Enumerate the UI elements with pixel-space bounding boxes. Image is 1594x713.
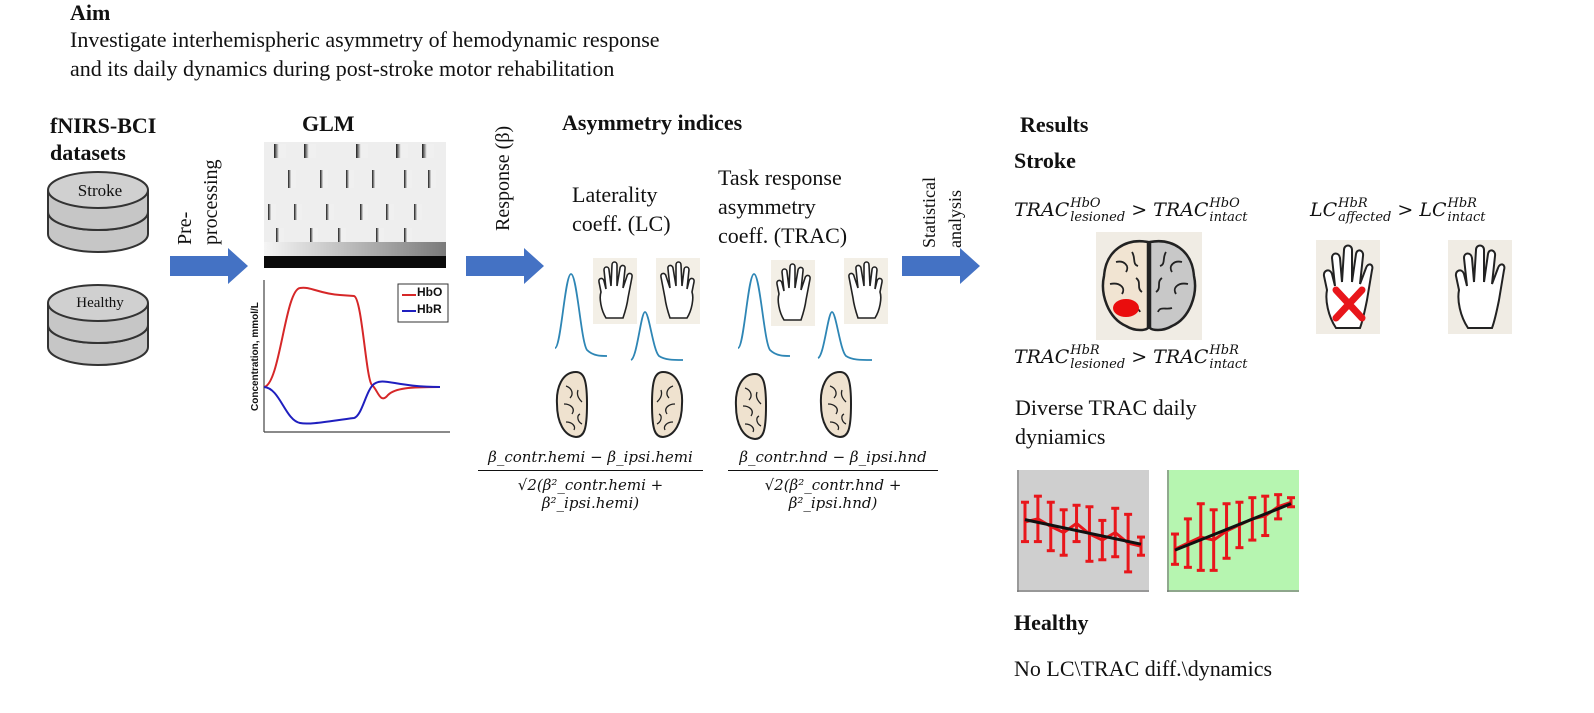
daily-dynamics-chart-increasing	[1167, 470, 1299, 592]
ineq2-left-sub: affected	[1338, 210, 1392, 225]
stroke-database-icon	[47, 171, 149, 253]
ineq3-left: TRAC	[1014, 346, 1070, 368]
ineq1-right-sup: HbO	[1209, 196, 1240, 211]
lc-label-line-2: coeff. (LC)	[572, 211, 671, 236]
ineq2-left: LC	[1310, 199, 1338, 221]
results-title: Results	[1020, 112, 1089, 137]
healthy-results-text: No LC\TRAC diff.\dynamics	[1014, 656, 1273, 681]
stroke-results-title: Stroke	[1014, 148, 1076, 173]
trac-formula-numerator: β_contr.hnd − β_ipsi.hnd	[739, 448, 927, 466]
ineq1-left: TRAC	[1014, 199, 1070, 221]
ineq1-gt: >	[1131, 199, 1148, 221]
design-matrix-image	[264, 142, 446, 268]
glm-title: GLM	[302, 111, 355, 136]
hrf-plot	[263, 280, 450, 433]
legend-hbr-label: HbR	[417, 302, 442, 316]
trend-line	[1024, 518, 1142, 546]
ineq3-right-sub: intact	[1209, 357, 1248, 372]
ineq1-right: TRAC	[1153, 199, 1209, 221]
trac-label-line-3: coeff. (TRAC)	[718, 223, 848, 248]
hemisphere-icon	[555, 370, 589, 439]
ineq1-left-sup: HbO	[1070, 196, 1101, 211]
ineq3-left-sup: HbR	[1070, 343, 1100, 358]
trac-response-curves	[737, 273, 873, 361]
hand-icon	[844, 258, 888, 324]
ineq1-left-sub: lesioned	[1070, 210, 1126, 225]
datasets-title-line-1: fNIRS-BCI	[50, 113, 157, 138]
affected-hand-icon	[1316, 240, 1380, 334]
ineq2-right-sub: intact	[1447, 210, 1486, 225]
hand-icon	[656, 258, 700, 324]
preprocessing-line-1: Pre-	[174, 211, 196, 245]
ineq3-right-sup: HbR	[1209, 343, 1239, 358]
aim-line-2: and its daily dynamics during post-strok…	[70, 56, 615, 81]
hand-icon	[593, 258, 637, 324]
hbr-curve	[263, 380, 441, 425]
preprocessing-label: Pre- processing	[172, 123, 224, 245]
datasets-title-line-2: datasets	[50, 140, 126, 165]
statistical-line-1: Statistical	[919, 177, 939, 248]
diverse-line-2: dyniamics	[1015, 424, 1106, 449]
diverse-line-1: Diverse TRAC daily	[1015, 395, 1197, 420]
legend-hbo-label: HbO	[417, 285, 443, 299]
lc-formula: β_contr.hemi − β_ipsi.hemi √2(β²_contr.h…	[478, 448, 703, 512]
hbo-curve	[263, 286, 441, 400]
ineq3-right: TRAC	[1153, 346, 1209, 368]
healthy-dataset-label: Healthy	[76, 295, 124, 311]
daily-dynamics-chart-decreasing	[1017, 470, 1149, 592]
aim-title: Aim	[70, 0, 111, 25]
trac-formula-denominator: √2(β²_contr.hnd + β²_ipsi.hnd)	[764, 476, 902, 512]
lc-label-line-1: Laterality	[572, 182, 658, 207]
ineq3-left-sub: lesioned	[1070, 357, 1126, 372]
trac-label: Task response asymmetry coeff. (TRAC)	[718, 163, 847, 250]
statistical-analysis-label: Statistical analysis	[916, 150, 968, 248]
asymmetry-title: Asymmetry indices	[562, 110, 743, 135]
hand-icon	[771, 260, 815, 326]
lc-formula-denominator: √2(β²_contr.hemi + β²_ipsi.hemi)	[517, 476, 664, 512]
trac-label-line-2: asymmetry	[718, 194, 816, 219]
ineq2-right: LC	[1419, 199, 1447, 221]
preprocessing-line-2: processing	[200, 159, 222, 245]
healthy-results-title: Healthy	[1014, 610, 1089, 635]
ineq2-right-sup: HbR	[1447, 196, 1477, 211]
arrow-preprocessing	[170, 248, 248, 284]
trend-line	[1174, 502, 1292, 552]
stroke-dataset-label: Stroke	[77, 181, 123, 200]
diverse-text: Diverse TRAC daily dyniamics	[1015, 393, 1197, 451]
arrow-statistical	[902, 248, 980, 284]
ineq2-left-sup: HbR	[1338, 196, 1368, 211]
response-label: Response (β)	[492, 125, 514, 231]
lc-formula-numerator: β_contr.hemi − β_ipsi.hemi	[488, 448, 693, 466]
brain-lesion-icon	[1096, 232, 1202, 340]
trac-formula: β_contr.hnd − β_ipsi.hnd √2(β²_contr.hnd…	[728, 448, 938, 512]
healthy-database-icon	[47, 284, 149, 366]
ineq2-gt: >	[1397, 199, 1414, 221]
lc-label: Laterality coeff. (LC)	[572, 180, 671, 238]
arrow-response	[466, 248, 544, 284]
hemisphere-icon	[819, 370, 853, 439]
aim-line-1: Investigate interhemispheric asymmetry o…	[70, 27, 660, 52]
hemisphere-icon	[650, 370, 684, 439]
datasets-title: fNIRS-BCI datasets	[50, 112, 156, 166]
lc-response-curves	[554, 273, 684, 361]
hrf-ylabel: Concentration, mmol/L	[250, 302, 261, 412]
ineq3-gt: >	[1131, 346, 1148, 368]
intact-hand-icon	[1448, 240, 1512, 334]
ineq1-right-sub: intact	[1209, 210, 1248, 225]
statistical-line-2: analysis	[945, 190, 965, 248]
trac-label-line-1: Task response	[718, 165, 842, 190]
hemisphere-icon	[734, 372, 768, 441]
